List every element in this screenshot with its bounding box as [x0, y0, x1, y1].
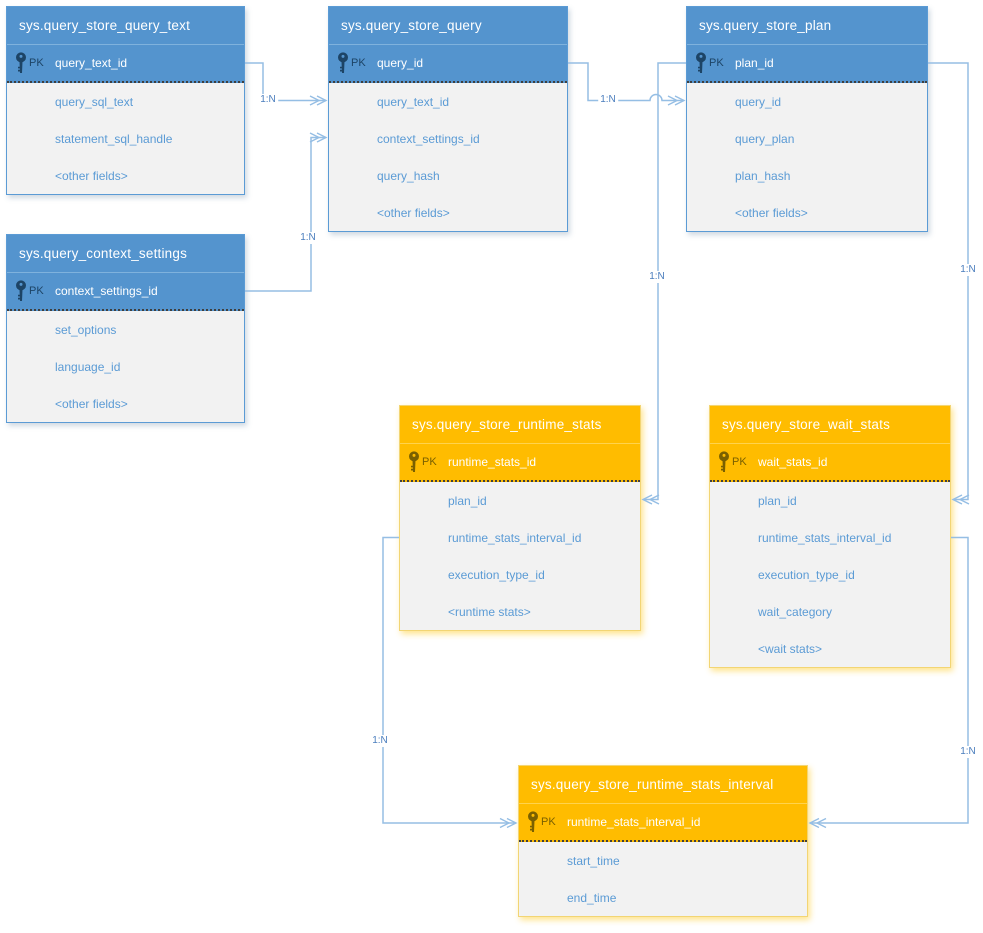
- field-row: query_id: [735, 94, 782, 109]
- pk-badge: PK: [422, 456, 437, 468]
- pk-field: query_text_id: [55, 56, 128, 70]
- key-icon: [338, 51, 348, 73]
- pk-field: runtime_stats_id: [448, 455, 537, 469]
- pk-badge: PK: [541, 816, 556, 828]
- entity-query-store-plan[interactable]: sys.query_store_plan PK plan_id query_id…: [686, 6, 928, 232]
- relationship-label: 1:N: [258, 94, 278, 106]
- field-row: <other fields>: [55, 168, 128, 183]
- pk-row: PK wait_stats_id: [710, 444, 950, 482]
- field-row: <other fields>: [377, 205, 450, 220]
- entity-query-store-wait-stats[interactable]: sys.query_store_wait_stats PK wait_stats…: [709, 405, 951, 668]
- pk-field: runtime_stats_interval_id: [567, 815, 701, 829]
- field-row: query_plan: [735, 131, 795, 146]
- entity-title: sys.query_store_query: [329, 7, 567, 45]
- pk-badge: PK: [351, 57, 366, 69]
- field-row: execution_type_id: [758, 567, 855, 582]
- pk-row: PK plan_id: [687, 45, 927, 83]
- key-icon: [696, 51, 706, 73]
- field-row: query_sql_text: [55, 94, 134, 109]
- relationship-label: 1:N: [647, 271, 667, 283]
- pk-row: PK query_id: [329, 45, 567, 83]
- field-row: <other fields>: [55, 396, 128, 411]
- field-row: end_time: [567, 890, 617, 905]
- key-icon: [16, 51, 26, 73]
- key-icon: [409, 450, 419, 472]
- entity-fields: plan_id runtime_stats_interval_id execut…: [400, 482, 640, 630]
- field-row: query_text_id: [377, 94, 450, 109]
- pk-badge: PK: [29, 285, 44, 297]
- pk-badge: PK: [29, 57, 44, 69]
- field-row: execution_type_id: [448, 567, 545, 582]
- key-icon: [528, 810, 538, 832]
- field-row: plan_id: [758, 493, 797, 508]
- entity-title: sys.query_context_settings: [7, 235, 244, 273]
- field-row: start_time: [567, 853, 620, 868]
- pk-field: query_id: [377, 56, 424, 70]
- entity-title: sys.query_store_plan: [687, 7, 927, 45]
- pk-row: PK runtime_stats_interval_id: [519, 804, 807, 842]
- relationship-label: 1:N: [298, 232, 318, 244]
- entity-title: sys.query_store_query_text: [7, 7, 244, 45]
- entity-title: sys.query_store_wait_stats: [710, 406, 950, 444]
- pk-field: context_settings_id: [55, 284, 158, 298]
- field-row: context_settings_id: [377, 131, 480, 146]
- pk-badge: PK: [732, 456, 747, 468]
- field-row: set_options: [55, 322, 117, 337]
- connector-interval-to-waitstats[interactable]: [808, 536, 969, 829]
- connector-interval-to-runtimestats[interactable]: [382, 536, 518, 829]
- connector-plan-to-waitstats[interactable]: [928, 62, 970, 505]
- key-icon: [719, 450, 729, 472]
- field-row: <runtime stats>: [448, 604, 531, 619]
- relationship-label: 1:N: [598, 94, 618, 106]
- entity-query-store-runtime-stats[interactable]: sys.query_store_runtime_stats PK runtime…: [399, 405, 641, 631]
- relationship-label: 1:N: [370, 735, 390, 747]
- entity-query-store-query-text[interactable]: sys.query_store_query_text PK query_text…: [6, 6, 245, 195]
- pk-row: PK query_text_id: [7, 45, 244, 83]
- entity-fields: query_id query_plan plan_hash <other fie…: [687, 83, 927, 231]
- field-row: language_id: [55, 359, 121, 374]
- entity-title: sys.query_store_runtime_stats: [400, 406, 640, 444]
- pk-badge: PK: [709, 57, 724, 69]
- entity-query-store-runtime-stats-interval[interactable]: sys.query_store_runtime_stats_interval P…: [518, 765, 808, 917]
- connector-query-to-plan[interactable]: [568, 62, 686, 106]
- entity-query-store-query[interactable]: sys.query_store_query PK query_id query_…: [328, 6, 568, 232]
- entity-title: sys.query_store_runtime_stats_interval: [519, 766, 807, 804]
- entity-fields: plan_id runtime_stats_interval_id execut…: [710, 482, 950, 667]
- entity-query-context-settings[interactable]: sys.query_context_settings PK context_se…: [6, 234, 245, 423]
- field-row: statement_sql_handle: [55, 131, 173, 146]
- field-row: wait_category: [758, 604, 833, 619]
- field-row: plan_hash: [735, 168, 791, 183]
- key-icon: [16, 279, 26, 301]
- entity-fields: query_sql_text statement_sql_handle <oth…: [7, 83, 244, 194]
- connector-contextsettings-to-query[interactable]: [245, 132, 328, 292]
- relationship-label: 1:N: [958, 746, 978, 758]
- entity-fields: query_text_id context_settings_id query_…: [329, 83, 567, 231]
- field-row: runtime_stats_interval_id: [758, 530, 892, 545]
- field-row: <other fields>: [735, 205, 808, 220]
- field-row: plan_id: [448, 493, 487, 508]
- field-row: query_hash: [377, 168, 440, 183]
- connector-querytext-to-query[interactable]: [245, 62, 328, 106]
- pk-field: plan_id: [735, 56, 774, 70]
- relationship-label: 1:N: [958, 264, 978, 276]
- field-row: <wait stats>: [758, 641, 823, 656]
- pk-row: PK runtime_stats_id: [400, 444, 640, 482]
- entity-fields: set_options language_id <other fields>: [7, 311, 244, 422]
- pk-field: wait_stats_id: [758, 455, 828, 469]
- pk-row: PK context_settings_id: [7, 273, 244, 311]
- field-row: runtime_stats_interval_id: [448, 530, 582, 545]
- entity-fields: start_time end_time: [519, 842, 807, 916]
